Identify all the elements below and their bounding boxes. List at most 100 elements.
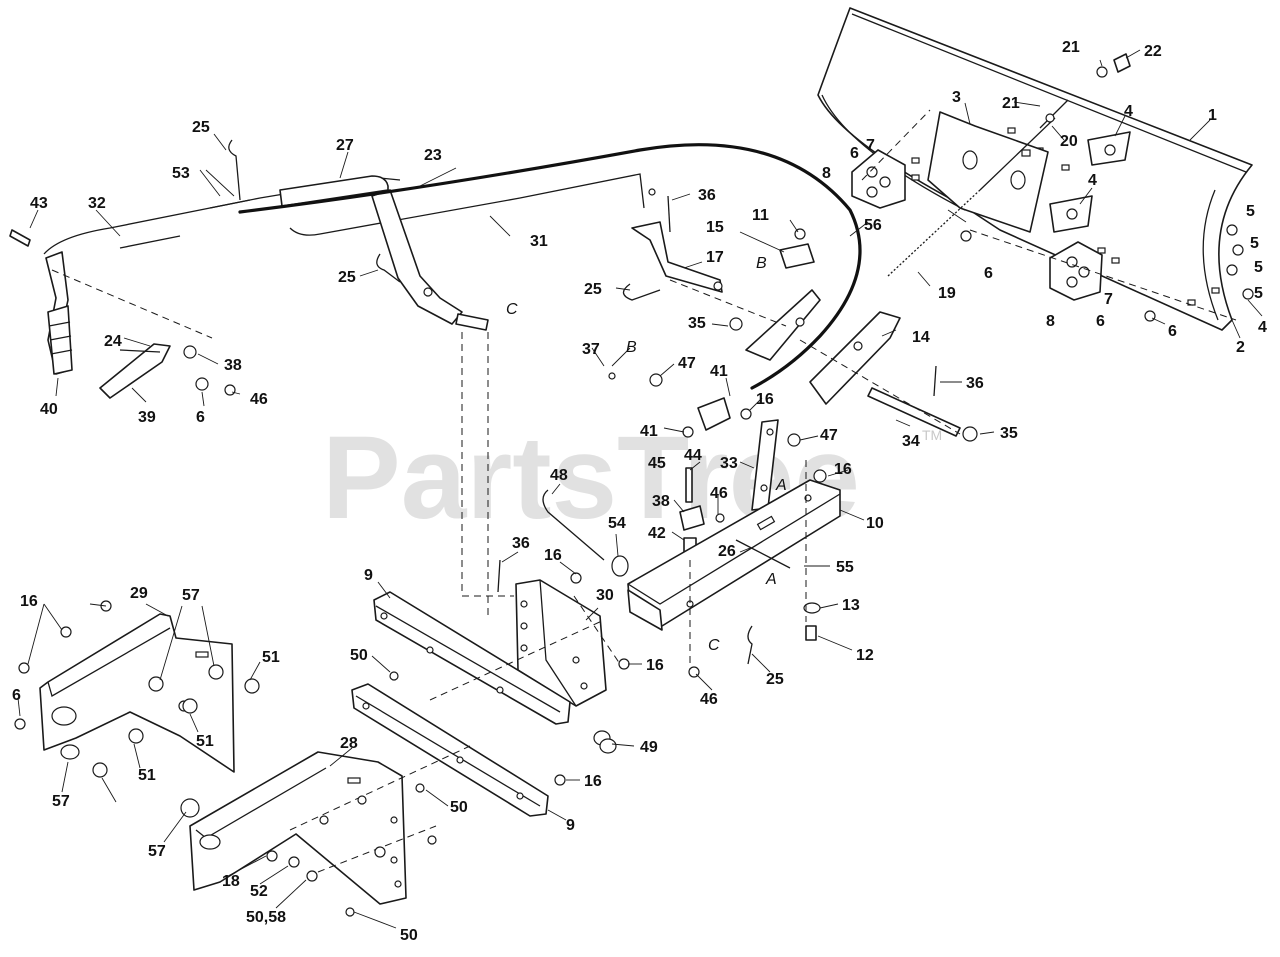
callout-5: 5 — [1250, 235, 1259, 252]
bolt-part-12[interactable] — [805, 625, 817, 641]
mount-plate-part-28[interactable] — [189, 751, 407, 905]
main-frame-part-10[interactable] — [627, 479, 841, 631]
callout-8: 8 — [1046, 313, 1055, 330]
callout-15: 15 — [706, 219, 724, 236]
callout-10: 10 — [866, 515, 884, 532]
assembly-lines — [51, 109, 1237, 873]
callout-7: 7 — [866, 137, 875, 154]
callout-2: 2 — [1236, 339, 1245, 356]
callout-18: 18 — [222, 873, 240, 890]
pin-part-34[interactable] — [867, 387, 978, 442]
bolts-part-5[interactable] — [1226, 224, 1254, 300]
block-part-44[interactable] — [697, 397, 731, 431]
callout-40: 40 — [40, 401, 58, 418]
reference-letters: A A B B C C — [506, 255, 787, 654]
hair-pins-part-25[interactable] — [228, 139, 753, 665]
clevis-pins-part-36[interactable] — [497, 195, 937, 593]
callout-32: 32 — [88, 195, 106, 212]
callout-36: 36 — [966, 375, 984, 392]
washers-part-49[interactable] — [593, 730, 617, 754]
cable-fittings-part-53[interactable] — [119, 199, 251, 249]
callout-16: 16 — [584, 773, 602, 790]
ref-letter-a: A — [775, 477, 787, 494]
spring-part-19[interactable] — [887, 117, 1056, 277]
callout-21: 21 — [1002, 95, 1020, 112]
mount-plate-part-29[interactable] — [39, 613, 235, 773]
block-part-38[interactable] — [679, 505, 705, 531]
callout-22: 22 — [1144, 43, 1162, 60]
callout-8: 8 — [822, 165, 831, 182]
callout-25: 25 — [192, 119, 210, 136]
callout-47: 47 — [820, 427, 838, 444]
bolt-part-45[interactable] — [685, 467, 693, 503]
tube-part-27[interactable] — [279, 175, 389, 207]
handle-grip-part-40[interactable] — [47, 305, 73, 375]
callout-56: 56 — [864, 217, 882, 234]
callout-14: 14 — [912, 329, 930, 346]
blade-brace-part-3[interactable] — [927, 111, 1049, 233]
pivot-bracket-part-4-top[interactable] — [1087, 131, 1131, 166]
ref-letter-a: A — [765, 571, 777, 588]
pivot-plate-part-15[interactable] — [779, 243, 815, 269]
lift-arm-upright[interactable] — [371, 189, 489, 331]
small-hardware[interactable] — [14, 188, 1156, 917]
trip-bracket-left[interactable] — [851, 149, 906, 209]
callout-21: 21 — [1062, 39, 1080, 56]
lift-cable-part-23[interactable] — [238, 143, 862, 390]
blade-support-arm-part-14[interactable] — [745, 289, 901, 405]
ref-letter-b: B — [626, 339, 637, 356]
nut-part-21-22[interactable] — [1096, 53, 1131, 78]
callout-48: 48 — [550, 467, 568, 484]
callout-38: 38 — [224, 357, 242, 374]
callout-52: 52 — [250, 883, 268, 900]
callout-57: 57 — [148, 843, 166, 860]
callout-49: 49 — [640, 739, 658, 756]
callout-41: 41 — [640, 423, 658, 440]
callout-41: 41 — [710, 363, 728, 380]
callout-34: 34 — [902, 433, 920, 450]
latch-part-39[interactable] — [99, 343, 171, 399]
pivot-rod-part-17[interactable] — [631, 221, 723, 293]
callout-54: 54 — [608, 515, 626, 532]
callout-25: 25 — [766, 671, 784, 688]
bolt-part-20[interactable] — [1039, 99, 1069, 129]
callout-45: 45 — [648, 455, 666, 472]
pin-part-26[interactable] — [735, 539, 791, 569]
bolt-part-43[interactable] — [9, 229, 31, 247]
pivot-bracket-part-4-middle[interactable] — [1049, 195, 1093, 233]
callout-3: 3 — [952, 89, 961, 106]
callout-46: 46 — [250, 391, 268, 408]
rod-part-31[interactable] — [289, 173, 645, 236]
frame-rail-part-9-lower[interactable] — [351, 683, 549, 817]
callout-1: 1 — [1208, 107, 1217, 124]
callout-6: 6 — [1168, 323, 1177, 340]
ref-letter-b: B — [756, 255, 767, 272]
callout-50-58: 50,58 — [246, 909, 286, 926]
trip-bracket-right[interactable] — [1049, 241, 1103, 301]
washer-part-54[interactable] — [611, 555, 629, 577]
callout-44: 44 — [684, 447, 702, 464]
callout-16: 16 — [544, 547, 562, 564]
callout-26: 26 — [718, 543, 736, 560]
callout-13: 13 — [842, 597, 860, 614]
rod-part-48[interactable] — [542, 489, 605, 561]
callout-numbers: 1 2 3 4 4 4 5 5 5 5 6 6 6 6 6 6 7 7 8 8 … — [12, 39, 1267, 944]
callout-5: 5 — [1246, 203, 1255, 220]
callout-36: 36 — [698, 187, 716, 204]
callout-23: 23 — [424, 147, 442, 164]
callout-16: 16 — [756, 391, 774, 408]
callout-35: 35 — [1000, 425, 1018, 442]
callout-43: 43 — [30, 195, 48, 212]
callout-30: 30 — [596, 587, 614, 604]
frame-rail-part-9-upper[interactable] — [373, 591, 571, 725]
mounting-bracket-part-30[interactable] — [515, 579, 607, 707]
callout-29: 29 — [130, 585, 148, 602]
callout-39: 39 — [138, 409, 156, 426]
callout-4: 4 — [1088, 172, 1097, 189]
ref-letter-c: C — [506, 301, 518, 318]
callout-5: 5 — [1254, 285, 1263, 302]
callout-51: 51 — [138, 767, 156, 784]
callout-19: 19 — [938, 285, 956, 302]
